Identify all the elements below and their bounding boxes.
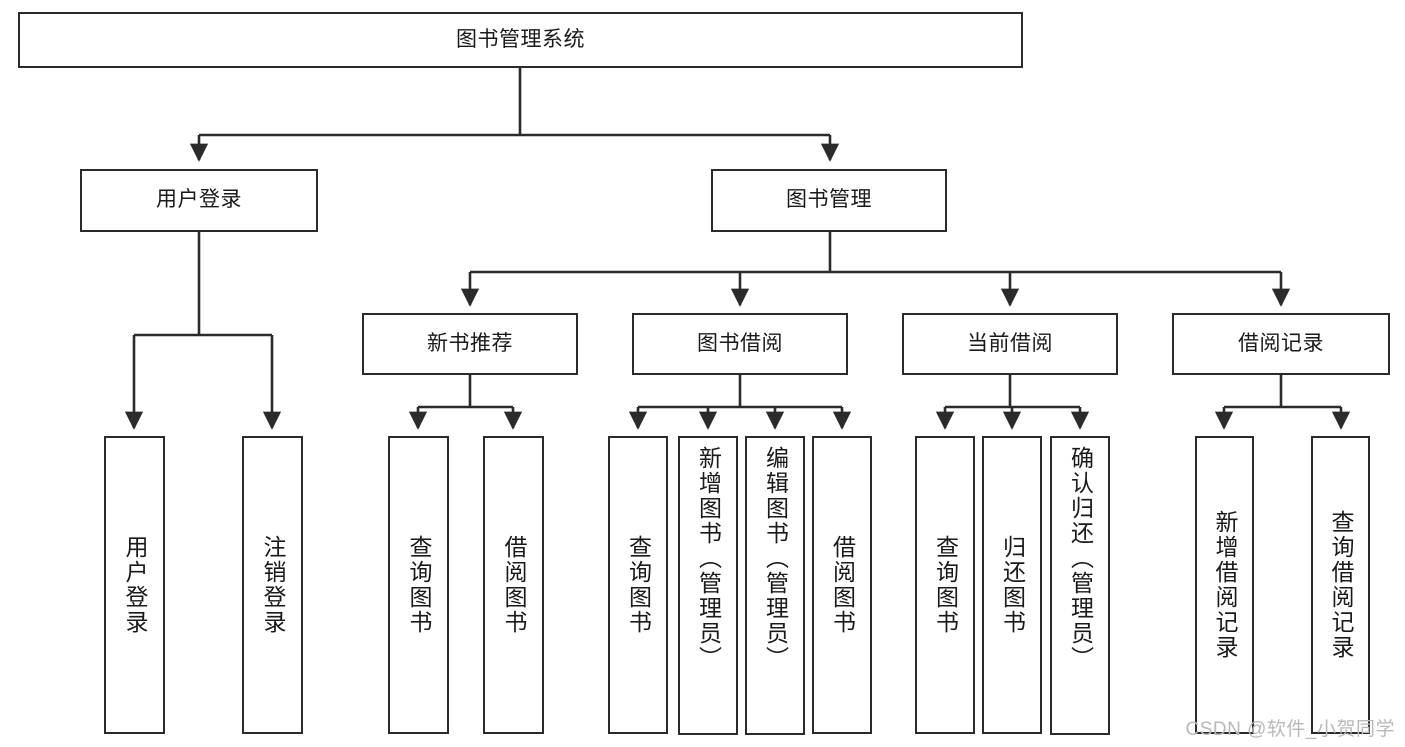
node-new-book-rec-label: 新书推荐 [427,331,513,355]
leaf-borrow-book-2[interactable]: 借阅图书 [812,436,872,734]
leaf-edit-book-label: 编辑图书（管理员） [762,446,789,671]
leaf-confirm-return[interactable]: 确认归还（管理员） [1050,436,1110,735]
leaf-borrow-book-1[interactable]: 借阅图书 [483,436,544,734]
node-borrow-record[interactable]: 借阅记录 [1172,313,1390,375]
node-book-manage[interactable]: 图书管理 [711,169,947,232]
leaf-user-login[interactable]: 用户登录 [104,436,165,734]
leaf-query-book-3[interactable]: 查询图书 [915,436,975,734]
leaf-query-book-3-label: 查询图书 [932,535,959,635]
node-user-login[interactable]: 用户登录 [80,169,318,232]
leaf-confirm-return-label: 确认归还（管理员） [1067,446,1094,671]
leaf-query-book-2-label: 查询图书 [625,535,652,635]
leaf-query-book-1-label: 查询图书 [406,535,432,635]
leaf-return-book-label: 归还图书 [999,535,1026,635]
leaf-query-book-2[interactable]: 查询图书 [608,436,668,734]
leaf-query-record[interactable]: 查询借阅记录 [1311,436,1370,734]
leaf-logout[interactable]: 注销登录 [242,436,303,734]
node-user-login-label: 用户登录 [156,188,242,212]
node-current-borrow[interactable]: 当前借阅 [902,313,1118,375]
leaf-add-record[interactable]: 新增借阅记录 [1195,436,1254,734]
leaf-borrow-book-2-label: 借阅图书 [829,535,856,635]
leaf-borrow-book-1-label: 借阅图书 [501,535,527,635]
node-borrow-record-label: 借阅记录 [1238,331,1324,355]
node-book-manage-label: 图书管理 [786,188,872,212]
node-new-book-rec[interactable]: 新书推荐 [362,313,578,375]
leaf-edit-book[interactable]: 编辑图书（管理员） [745,436,805,735]
node-root[interactable]: 图书管理系统 [18,12,1023,68]
leaf-user-login-label: 用户登录 [122,535,148,635]
leaf-query-record-label: 查询借阅记录 [1328,510,1354,660]
node-book-borrow[interactable]: 图书借阅 [632,313,848,375]
node-current-borrow-label: 当前借阅 [967,331,1053,355]
node-root-label: 图书管理系统 [456,27,585,51]
leaf-return-book[interactable]: 归还图书 [982,436,1042,734]
leaf-add-book-label: 新增图书（管理员） [695,446,722,671]
leaf-logout-label: 注销登录 [260,535,286,635]
leaf-add-record-label: 新增借阅记录 [1212,510,1238,660]
watermark-text: CSDN @软件_小贺同学 [1185,719,1395,740]
node-book-borrow-label: 图书借阅 [697,331,783,355]
leaf-add-book[interactable]: 新增图书（管理员） [678,436,738,735]
leaf-query-book-1[interactable]: 查询图书 [388,436,449,734]
